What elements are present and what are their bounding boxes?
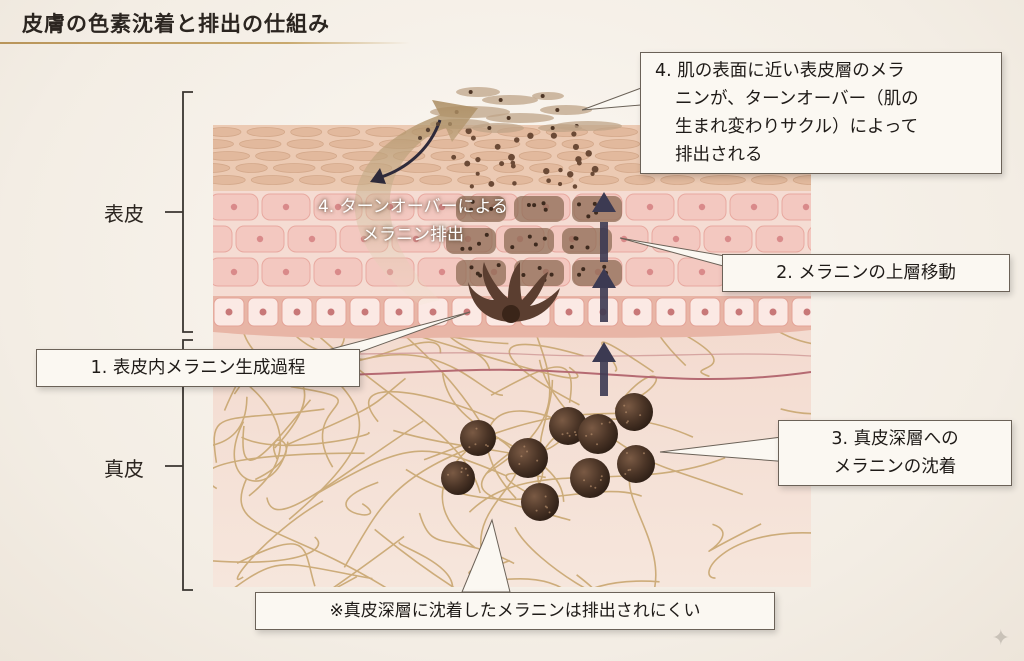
callout-step3-line2: メラニンの沈着 [833,457,957,477]
pigmented-cells [446,196,622,286]
callout-step3: 3. 真皮深層への メラニンの沈着 [778,420,1012,486]
dermis-label: 真皮 [104,457,144,481]
callout-step2: 2. メラニンの上層移動 [722,254,1010,292]
callout-step4-line1: 4. 肌の表面に近い表皮層のメラ [655,61,905,81]
skin-cross-section [213,125,811,587]
callout-step4-line4: 排出される [675,145,763,165]
callout-step4: 4. 肌の表面に近い表皮層のメラ ニンが、ターンオーバー（肌の 生まれ変わりサク… [640,52,1002,174]
melanocyte [468,262,560,323]
callout-step3-line1: 3. 真皮深層への [831,429,959,449]
layer-brackets [165,91,193,591]
callout-step1: 1. 表皮内メラニン生成過程 [36,349,360,387]
footnote: ※真皮深層に沈着したメラニンは排出されにくい [255,592,775,630]
title-underline [0,42,410,44]
turnover-inside-line2: メラニン排出 [362,225,464,245]
page-title: 皮膚の色素沈着と排出の仕組み [22,12,330,36]
callout-step4-line2: ニンが、ターンオーバー（肌の [675,89,919,109]
upward-arrows [592,192,616,396]
epidermis-label: 表皮 [104,202,144,226]
turnover-inside-line1: 4. ターンオーバーによる [317,197,509,217]
sparkle-icon: ✦ [991,626,1010,651]
deep-melanin [441,393,655,521]
turnover-inside-label: 4. ターンオーバーによる メラニン排出 [268,193,558,249]
callout-step4-line3: 生まれ変わりサクル）によって [675,117,919,137]
turnover-arrow [354,100,478,305]
